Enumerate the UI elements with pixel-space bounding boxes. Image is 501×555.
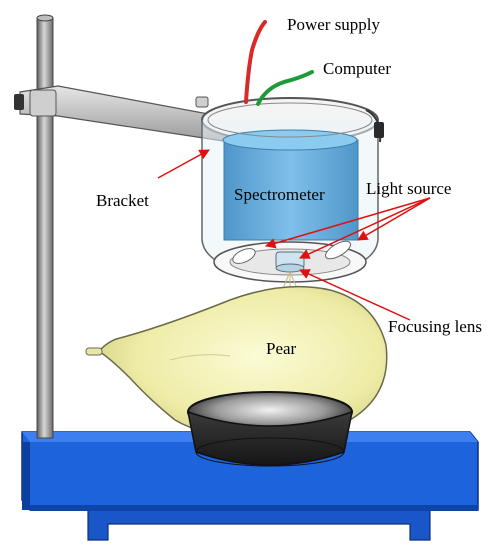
focusing-lens-arrow (299, 269, 411, 321)
light-source-arrow-1 (264, 197, 431, 249)
stand-rod (36, 14, 54, 439)
label-spectrometer: Spectrometer (234, 185, 325, 204)
light-source-arrow-2 (299, 197, 431, 259)
bracket-arrow (157, 149, 210, 179)
label-computer: Computer (323, 59, 391, 78)
label-power-supply: Power supply (287, 15, 381, 34)
label-focusing-lens: Focusing lens (388, 317, 482, 336)
cables (244, 20, 314, 106)
stand-base (21, 431, 479, 541)
label-pear: Pear (266, 339, 297, 358)
spectrometer-housing (195, 96, 384, 279)
bracket-arm (14, 85, 231, 143)
lamp-ring (213, 240, 367, 305)
label-light-source: Light source (366, 179, 452, 198)
light-source-arrow-3 (357, 197, 431, 241)
dish (187, 391, 353, 467)
label-bracket: Bracket (96, 191, 149, 210)
pointer-arrows (157, 149, 431, 321)
